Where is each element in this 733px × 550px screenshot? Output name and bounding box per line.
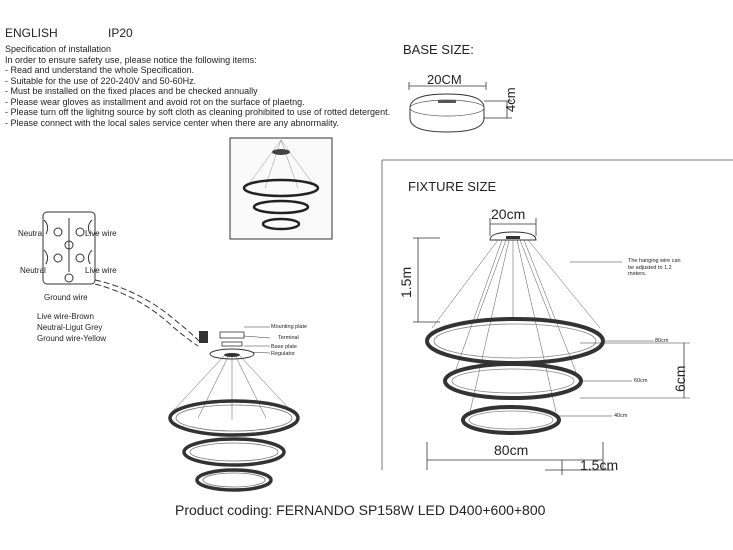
fixture-bottom-width: 80cm [494, 442, 529, 458]
fixture-size-title: FIXTURE SIZE [408, 179, 497, 194]
fixture-cable-height: 1.5m [398, 266, 414, 298]
hanging-wire-note: The hanging wire can be adjusted to 1.2 … [628, 258, 681, 278]
spec-intro: In order to ensure safety use, please no… [5, 54, 257, 65]
specification-block: Specification of installation In order t… [5, 44, 390, 128]
base-size-title: BASE SIZE: [403, 42, 474, 57]
spec-item: - Must be installed on the fixed places … [5, 86, 258, 96]
wire-label-live: Live wire [85, 266, 117, 275]
wire-label-live: Live wire [85, 229, 117, 238]
spec-item: - Please connect with the local sales se… [5, 117, 340, 128]
base-width-label: 20CM [427, 72, 462, 87]
spec-item: - Suitable for the use of 220-240V and 5… [5, 75, 197, 86]
part-base-plate: Base plate [271, 344, 297, 350]
ring-mid-label: 60cm [634, 378, 648, 384]
spec-item: - Please turn off the lighitng source by… [5, 107, 391, 117]
language-label: ENGLISH [5, 26, 58, 40]
legend-neutral: Neutral-Ligut Grey [37, 323, 103, 332]
hanging-note-line: meters. [628, 271, 647, 277]
ring-thickness-label: 1.5cm [580, 457, 619, 473]
part-regulator: Regulator [271, 351, 295, 357]
legend-live: Live wire-Brown [37, 312, 94, 321]
spec-item: - Please wear gloves as installment and … [5, 96, 305, 107]
wire-color-legend: Live wire-Brown Neutral-Ligut Grey Groun… [37, 311, 106, 344]
wire-label-neutral: Neutral [18, 229, 44, 238]
wire-label-ground: Ground wire [44, 293, 88, 302]
fixture-side-height: 6cm [672, 365, 688, 392]
fixture-top-width: 20cm [491, 206, 526, 222]
hanging-note-line: The hanging wire can [628, 258, 681, 264]
legend-ground: Ground wire-Yellow [37, 334, 107, 343]
ring-small-label: 40cm [614, 413, 628, 419]
ip-rating: IP20 [108, 26, 133, 40]
spec-item: - Read and understand the whole Specific… [5, 65, 195, 75]
hanging-note-line: be adjusted to 1.2 [628, 264, 672, 271]
wire-label-neutral: Neutral [20, 266, 46, 275]
product-coding: Product coding: FERNANDO SP158W LED D400… [175, 502, 546, 518]
spec-title: Specification of installation [5, 44, 112, 54]
ring-large-label: 80cm [655, 338, 669, 344]
part-mounting-plate: Mounting plate [271, 324, 308, 330]
part-terminal: Terminal [278, 335, 299, 341]
